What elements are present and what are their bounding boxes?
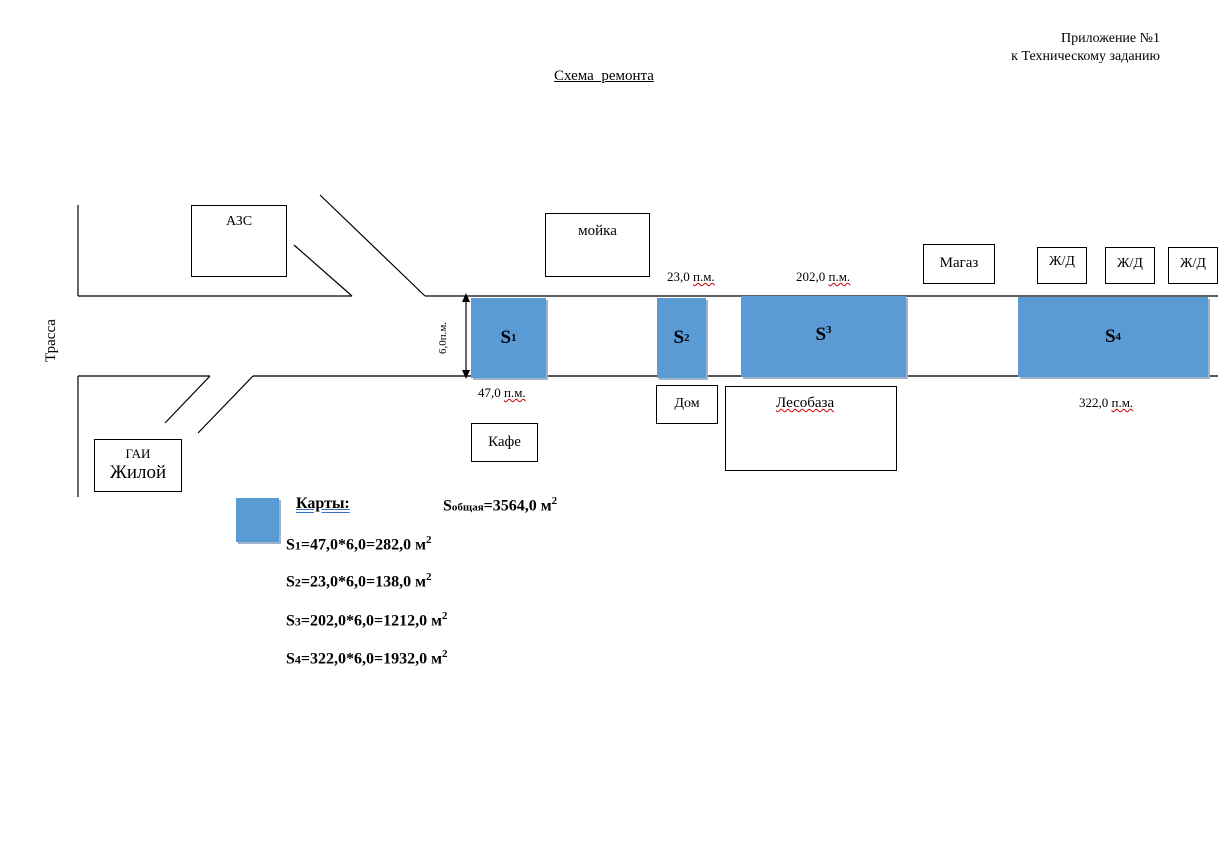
- legend-title: Карты:: [296, 495, 350, 512]
- legend-total: Sобщая=3564,0 м2: [443, 495, 558, 515]
- length-s4: 322,0 п.м.: [1079, 395, 1134, 410]
- building-azs: АЗС: [191, 205, 287, 277]
- building-lumber: Лесобаза: [725, 386, 897, 471]
- legend-swatch: [236, 498, 279, 542]
- length-s3: 202,0 п.м.: [796, 269, 851, 284]
- building-rail-2: Ж/Д: [1105, 247, 1155, 284]
- building-rail-1: Ж/Д: [1037, 247, 1087, 284]
- wash-label: мойка: [578, 223, 617, 239]
- building-rail-3: Ж/Д: [1168, 247, 1218, 284]
- legend-row-s2: S2=23,0*6,0=138,0 м2: [286, 571, 432, 591]
- rail-label: Ж/Д: [1180, 256, 1206, 271]
- legend-row-s1: S1=47,0*6,0=282,0 м2: [286, 534, 432, 554]
- lumber-label: Лесобаза: [776, 395, 835, 411]
- rail-label: Ж/Д: [1117, 256, 1143, 271]
- appendix-label: Приложение №1: [1061, 31, 1160, 46]
- azs-label: АЗС: [225, 214, 253, 229]
- shop-label: Магаз: [939, 255, 979, 271]
- cafe-label: Кафе: [488, 434, 521, 450]
- road-width-label: 6,0п.м.: [437, 321, 450, 355]
- building-house: Дом: [656, 385, 718, 424]
- legend-row-s4: S4=322,0*6,0=1932,0 м2: [286, 648, 448, 668]
- rail-label: Ж/Д: [1049, 254, 1075, 269]
- building-cafe: Кафе: [471, 423, 538, 462]
- page-title: Схема ремонта: [554, 68, 654, 84]
- length-s1: 47,0 п.м.: [478, 385, 526, 400]
- length-s2: 23,0 п.м.: [667, 269, 715, 284]
- building-wash: мойка: [545, 213, 650, 277]
- highway-label: Трасса: [42, 319, 59, 362]
- building-shop: Магаз: [923, 244, 995, 284]
- appendix-to-label: к Техническому заданию: [1011, 49, 1160, 64]
- gai-label: ГАИ: [125, 446, 151, 461]
- house-label: Дом: [674, 396, 700, 411]
- residential-label: Жилой: [109, 462, 167, 483]
- legend-row-s3: S3=202,0*6,0=1212,0 м2: [286, 610, 448, 630]
